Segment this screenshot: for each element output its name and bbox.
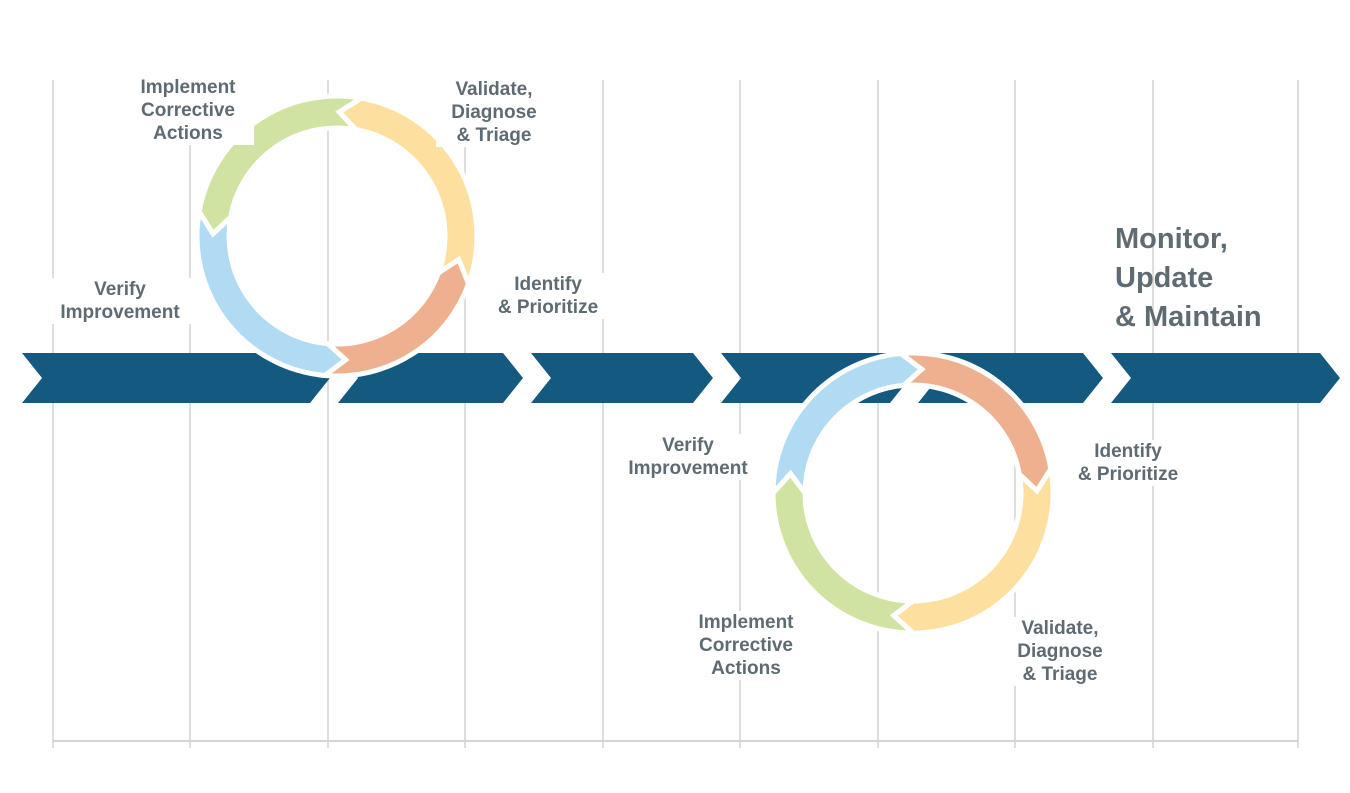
- cycle-1-segment-verify: [194, 204, 350, 379]
- final-phase-label: Monitor, Update & Maintain: [1115, 223, 1262, 333]
- cycle-2-segment-validate: [889, 461, 1056, 636]
- cycle-2-segment-verify: [770, 350, 926, 501]
- cycle-1-implement-label: Implement Corrective Actions: [122, 76, 254, 145]
- timeline-segment: [1111, 353, 1340, 403]
- cycle-1-validate-label: Validate, Diagnose & Triage: [436, 78, 552, 147]
- cycle-2-verify-label: Verify Improvement: [610, 434, 766, 480]
- timeline-arrow-band: [22, 353, 1340, 403]
- timeline-segment: [531, 353, 713, 403]
- cycle-2-identify-label: Identify & Prioritize: [1064, 440, 1192, 486]
- improvement-cycle-2: [770, 350, 1056, 636]
- cycle-2-validate-label: Validate, Diagnose & Triage: [1002, 617, 1118, 686]
- cycle-1-identify-label: Identify & Prioritize: [484, 273, 612, 319]
- cycle-1-verify-label: Verify Improvement: [42, 278, 198, 324]
- cycle-1-segment-implement: [196, 93, 369, 238]
- cycle-2-segment-implement: [770, 469, 921, 636]
- cycle-2-implement-label: Implement Corrective Actions: [680, 611, 812, 680]
- timeline-segment: [22, 353, 330, 403]
